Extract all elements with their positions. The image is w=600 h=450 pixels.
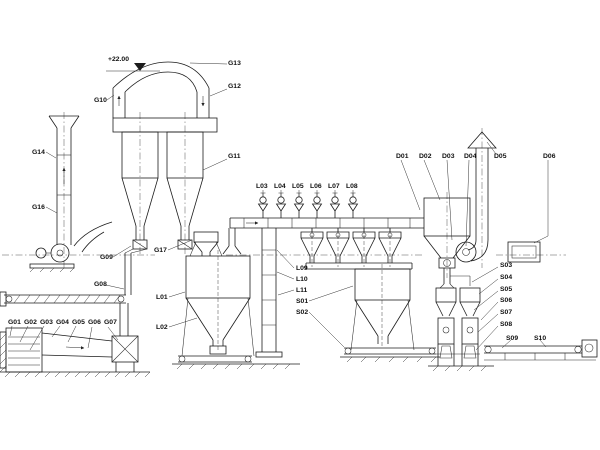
bucket-elevator	[255, 228, 283, 358]
header-drop-pipe	[222, 228, 242, 255]
ground-line-left	[0, 371, 151, 378]
label-g08: G08	[94, 281, 107, 288]
discharge-stack	[467, 131, 497, 240]
exhaust-fan-right	[455, 239, 489, 263]
label-l04: L04	[274, 183, 286, 190]
bag-filter	[423, 197, 471, 286]
label-s02: S02	[296, 309, 308, 316]
label-g06: G06	[88, 319, 101, 326]
label-s09: S09	[506, 335, 518, 342]
label-s07: S07	[500, 309, 512, 316]
label-l10: L10	[296, 276, 308, 283]
exhaust-stack	[48, 115, 80, 245]
label-l06: L06	[310, 183, 322, 190]
label-s04: S04	[500, 274, 512, 281]
induced-draft-fan	[29, 243, 75, 273]
label-g11: G11	[228, 153, 241, 160]
packing-station	[428, 283, 494, 372]
storage-hopper-right	[350, 268, 415, 351]
label-d01: D01	[396, 153, 409, 160]
mini-cyclones	[300, 228, 402, 263]
labels: G01 G02 G03 G04 G05 G06 G07 G08 G09 G10 …	[8, 60, 556, 342]
main-header-duct	[229, 217, 424, 229]
label-d02: D02	[419, 153, 432, 160]
top-feeder-valves	[257, 192, 359, 218]
label-s10: S10	[534, 335, 546, 342]
fan-inlet-duct	[73, 221, 113, 253]
discharge-downpipe	[124, 248, 148, 295]
air-heater-box	[111, 303, 139, 372]
furnace	[0, 327, 43, 373]
label-l02: L02	[156, 324, 168, 331]
label-g12: G12	[228, 83, 241, 90]
label-g07: G07	[104, 319, 117, 326]
label-g05: G05	[72, 319, 85, 326]
label-l03: L03	[256, 183, 268, 190]
label-d04: D04	[464, 153, 477, 160]
label-l11: L11	[296, 287, 308, 294]
label-g17: G17	[154, 247, 167, 254]
label-g14: G14	[32, 149, 45, 156]
label-l07: L07	[328, 183, 340, 190]
ground-line-middle	[172, 363, 300, 370]
label-g13: G13	[228, 60, 241, 67]
overhead-duct	[112, 61, 210, 118]
label-d03: D03	[442, 153, 455, 160]
screw-conveyor	[0, 291, 126, 307]
feed-bin	[189, 231, 223, 257]
label-g09: G09	[100, 254, 113, 261]
elevation-label: +22.00	[108, 56, 129, 63]
label-l09: L09	[296, 265, 308, 272]
belt-conveyor-right-middle	[340, 347, 440, 363]
label-d06: D06	[543, 153, 556, 160]
label-s06: S06	[500, 297, 512, 304]
belt-conveyor-left	[178, 355, 252, 363]
control-cabinet	[507, 241, 541, 263]
label-g03: G03	[40, 319, 53, 326]
label-g04: G04	[56, 319, 69, 326]
leader-lines	[9, 62, 549, 351]
collecting-conveyor	[305, 262, 413, 270]
label-d05: D05	[494, 153, 507, 160]
label-s05: S05	[500, 286, 512, 293]
label-s01: S01	[296, 298, 308, 305]
label-g01: G01	[8, 319, 21, 326]
label-l05: L05	[292, 183, 304, 190]
label-s03: S03	[500, 262, 512, 269]
label-s08: S08	[500, 321, 512, 328]
elevation-marker: +22.00	[106, 56, 160, 72]
label-l01: L01	[156, 294, 168, 301]
label-g16: G16	[32, 204, 45, 211]
storage-hopper-left	[181, 255, 255, 357]
label-g10: G10	[94, 97, 107, 104]
datum-lines	[2, 112, 566, 352]
label-g02: G02	[24, 319, 37, 326]
bag-conveyor	[484, 339, 598, 361]
label-l08: L08	[346, 183, 358, 190]
cyclone-group	[112, 117, 218, 250]
